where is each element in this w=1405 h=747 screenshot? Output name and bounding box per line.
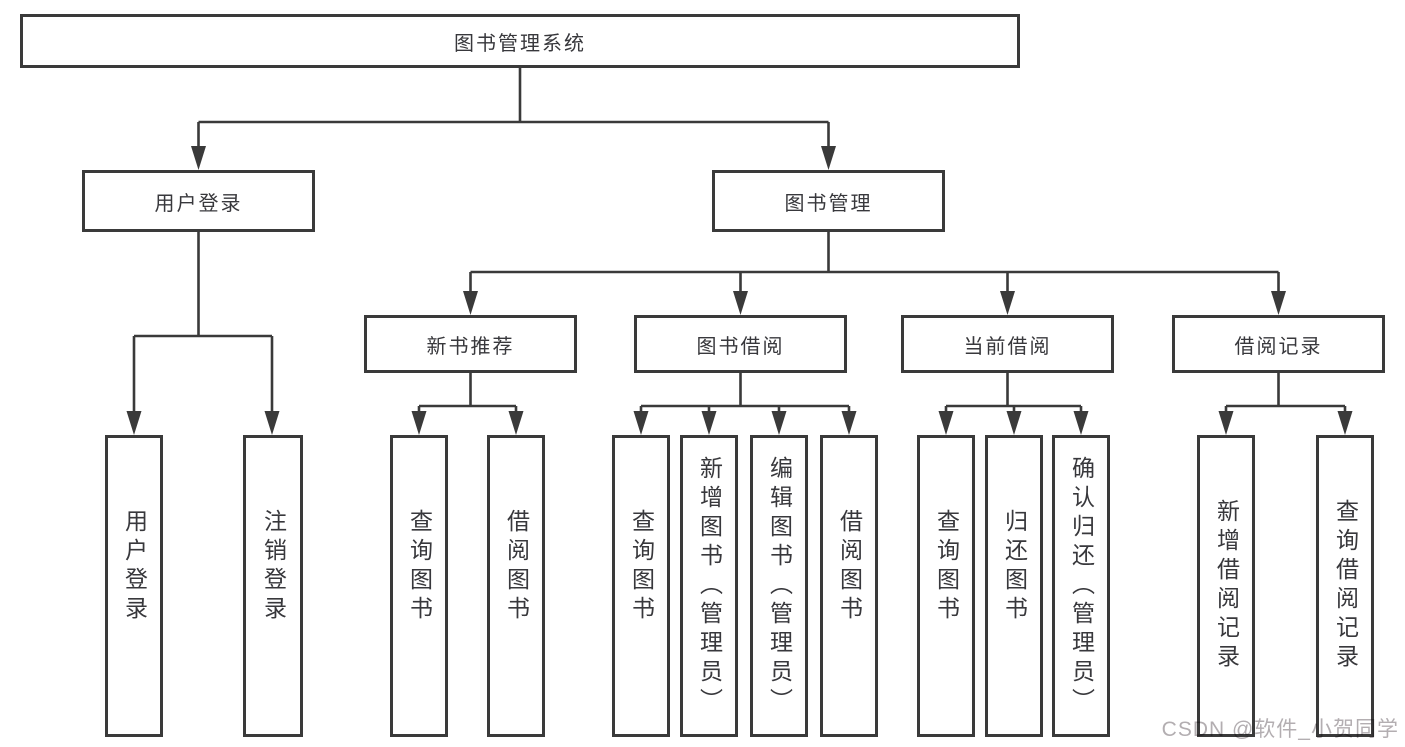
branch-book-management: 图书管理 [712, 170, 945, 232]
leaf-logout: 注销登录 [243, 435, 303, 737]
leaf-newbooks-query-books: 查询图书 [390, 435, 448, 737]
leaf-borrowing-query-books: 查询图书 [612, 435, 670, 737]
leaf-current-return-books: 归还图书 [985, 435, 1043, 737]
leaf-borrowing-borrow-books: 借阅图书 [820, 435, 878, 737]
node-current-borrowing: 当前借阅 [901, 315, 1114, 373]
leaf-user-login: 用户登录 [105, 435, 163, 737]
leaf-current-confirm-return-admin: 确认归还（管理员） [1052, 435, 1110, 737]
leaf-current-query-books: 查询图书 [917, 435, 975, 737]
leaf-borrowing-add-books-admin: 新增图书（管理员） [680, 435, 738, 737]
node-book-borrowing: 图书借阅 [634, 315, 847, 373]
root-node-library-management-system: 图书管理系统 [20, 14, 1020, 68]
leaf-newbooks-borrow-books: 借阅图书 [487, 435, 545, 737]
leaf-records-query-borrow-record: 查询借阅记录 [1316, 435, 1374, 737]
csdn-watermark: CSDN @软件_小贺同学 [1161, 718, 1399, 741]
leaf-borrowing-edit-books-admin: 编辑图书（管理员） [750, 435, 808, 737]
leaf-records-add-borrow-record: 新增借阅记录 [1197, 435, 1255, 737]
branch-user-login: 用户登录 [82, 170, 315, 232]
node-borrowing-records: 借阅记录 [1172, 315, 1385, 373]
node-new-book-recommendation: 新书推荐 [364, 315, 577, 373]
